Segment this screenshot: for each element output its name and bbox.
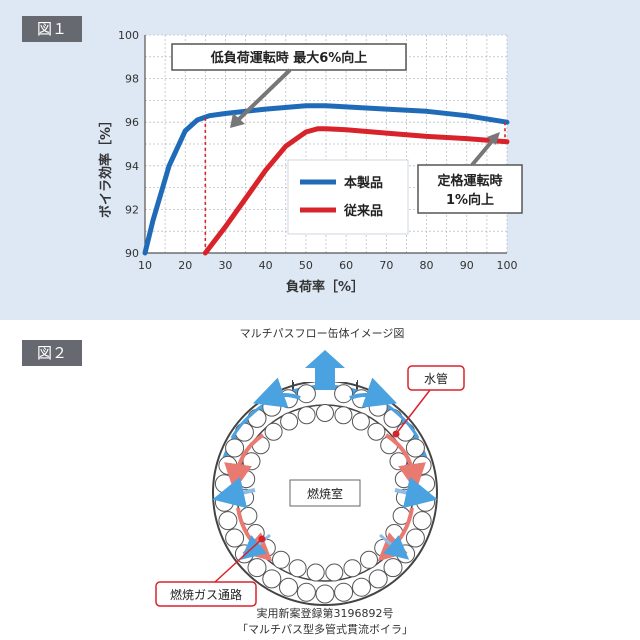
chart-ylabel: ボイラ効率［%］ <box>98 114 114 218</box>
outer-water-tube <box>334 582 354 602</box>
x-tick-label: 20 <box>178 259 192 272</box>
inner-water-tube <box>272 550 290 569</box>
inner-water-tube <box>343 559 362 578</box>
water-tube-label: 水管 <box>424 371 448 386</box>
flow-arrow-upper-left <box>230 404 263 439</box>
flow-arrow-left <box>252 377 301 408</box>
gas-flow-arrows <box>212 433 438 562</box>
outer-water-tube <box>279 577 298 597</box>
inner-water-tube <box>237 470 256 489</box>
outer-water-tube <box>247 558 267 578</box>
outer-water-tube <box>383 408 403 428</box>
x-tick-label: 30 <box>218 259 232 272</box>
inner-water-tube <box>351 412 370 431</box>
legend-label-conventional: 従来品 <box>343 203 383 219</box>
outer-water-tube <box>315 584 335 604</box>
combustion-chamber-label: 燃焼室 <box>307 486 343 501</box>
diagram-title: マルチパスフロー缶体イメージ図 <box>240 326 405 340</box>
inner-water-tube <box>264 422 283 441</box>
outer-water-tube <box>225 438 245 458</box>
y-tick-label: 92 <box>125 203 139 216</box>
combustion-chamber-label-box: 燃焼室 <box>289 479 361 507</box>
x-tick-label: 50 <box>299 259 313 272</box>
outer-water-tube <box>296 582 316 602</box>
x-tick-label: 60 <box>339 259 353 272</box>
figure-2-label: 図２ <box>22 340 82 366</box>
inner-water-tube <box>334 406 353 425</box>
outer-water-tube <box>396 544 416 564</box>
outer-water-tube <box>334 384 354 404</box>
outer-water-tube <box>225 528 245 548</box>
outer-water-tube <box>396 422 416 442</box>
gas-passage-callout: 燃焼ガス通路 <box>155 535 266 607</box>
inner-water-tube <box>288 559 307 578</box>
outer-water-tube <box>368 569 388 589</box>
outer-water-tube <box>214 474 234 494</box>
series-line-conventional <box>202 126 510 256</box>
outer-water-tube <box>405 528 425 548</box>
caption-line-1: 実用新案登録第3196892号 <box>257 606 394 620</box>
outer-water-tube <box>296 384 316 404</box>
outer-water-tube <box>383 558 403 578</box>
x-tick-label: 10 <box>138 259 152 272</box>
x-tick-label: 70 <box>379 259 393 272</box>
outer-water-tube <box>405 438 425 458</box>
y-tick-label: 96 <box>125 116 139 129</box>
series-line-product <box>142 103 510 256</box>
boiler-diagram: マルチパスフロー缶体イメージ図 <box>155 326 465 636</box>
outer-water-tube <box>279 389 298 409</box>
inner-water-tube <box>360 550 378 569</box>
outer-water-tube <box>352 389 371 409</box>
annotation-low-load: 低負荷運転時 最大6%向上 <box>171 43 407 128</box>
flow-arrow-right <box>349 377 398 408</box>
legend-label-product: 本製品 <box>344 175 383 191</box>
chart-ticks: 10 20 30 40 50 60 70 80 90 100 90 92 94 96 98 100 <box>118 29 518 272</box>
y-tick-label: 100 <box>118 29 139 42</box>
outer-water-tube <box>262 397 282 417</box>
inner-water-tube <box>316 404 334 422</box>
annotation-rated-line2: 1%向上 <box>446 192 494 208</box>
outer-water-tube <box>416 474 436 494</box>
outer-water-tube <box>218 455 238 475</box>
y-tick-label: 90 <box>125 247 139 260</box>
x-tick-label: 40 <box>259 259 273 272</box>
outer-water-tube <box>247 408 267 428</box>
figure-2-panel: 図２ マルチパスフロー缶体イメージ図 <box>0 320 640 640</box>
outer-water-tube <box>218 511 238 531</box>
inner-water-tube <box>306 563 325 582</box>
x-tick-label: 90 <box>460 259 474 272</box>
chart-series <box>142 103 510 256</box>
outer-water-tube <box>412 455 432 475</box>
x-tick-label: 100 <box>497 259 518 272</box>
annotation-low-load-text: 低負荷運転時 最大6%向上 <box>210 50 368 66</box>
y-tick-label: 98 <box>125 73 139 86</box>
gas-passage-label: 燃焼ガス通路 <box>170 587 242 602</box>
figure-1-panel: 図１ 10 20 30 40 50 60 70 80 90 100 90 92 94 96 98 100 ボイ… <box>0 0 640 320</box>
caption-line-2: 「マルチパス型多管式貫流ボイラ」 <box>237 622 413 636</box>
outer-water-tube <box>412 511 432 531</box>
x-tick-label: 80 <box>420 259 434 272</box>
inner-water-tube <box>297 406 316 425</box>
inner-water-tube <box>280 412 299 431</box>
improvement-markers <box>204 117 506 253</box>
figure-1-label: 図１ <box>22 16 82 42</box>
water-tube-callout: 水管 <box>392 365 465 438</box>
inner-water-tube <box>367 422 386 441</box>
inner-water-tube <box>394 470 413 489</box>
outer-water-tube <box>262 569 282 589</box>
inner-water-tube <box>325 563 344 582</box>
annotation-rated-line1: 定格運転時 <box>436 173 502 189</box>
annotation-rated: 定格運転時 1%向上 <box>417 132 523 214</box>
chart-xlabel: 負荷率［%］ <box>286 279 364 295</box>
outer-water-tube <box>368 397 388 417</box>
chart-ylabel-group: ボイラ効率［%］ <box>98 114 114 218</box>
outer-water-tube <box>234 422 254 442</box>
outer-water-tube <box>352 577 371 597</box>
chart-legend: 本製品 従来品 <box>287 159 409 235</box>
efficiency-chart: 10 20 30 40 50 60 70 80 90 100 90 92 94 96 98 100 ボイラ効率… <box>98 29 523 295</box>
y-tick-label: 94 <box>125 160 139 173</box>
exhaust-up-arrow <box>305 350 345 390</box>
